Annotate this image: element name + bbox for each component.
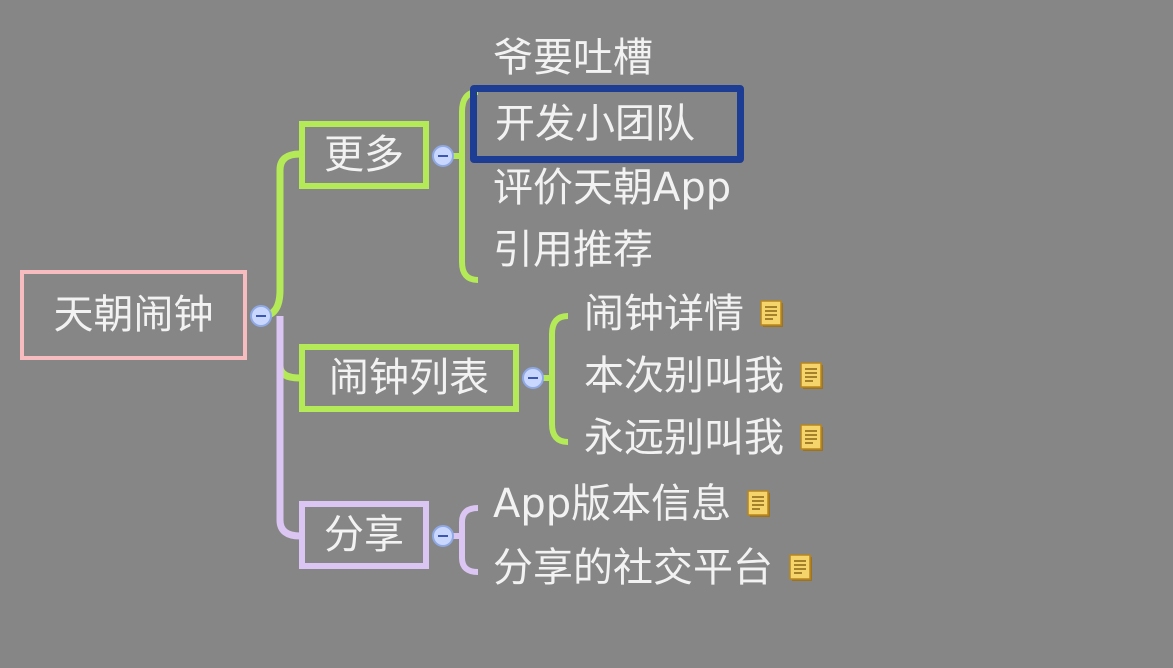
note-icon[interactable] bbox=[800, 424, 824, 452]
leaf-alarm-detail-label: 闹钟详情 bbox=[584, 291, 744, 337]
leaf-skip-once[interactable]: 本次别叫我 bbox=[584, 356, 824, 396]
note-icon[interactable] bbox=[747, 490, 771, 518]
leaf-alarm-detail[interactable]: 闹钟详情 bbox=[584, 294, 784, 334]
leaf-recommend[interactable]: 引用推荐 bbox=[493, 230, 653, 270]
leaf-complain-label: 爷要吐槽 bbox=[493, 35, 653, 81]
root-node-label: 天朝闹钟 bbox=[53, 292, 214, 338]
leaf-dev-team-selected[interactable]: 开发小团队 bbox=[470, 85, 744, 163]
branch-alarm-list-node[interactable]: 闹钟列表 bbox=[299, 344, 519, 412]
leaf-app-version-label: App版本信息 bbox=[493, 481, 732, 527]
leaf-skip-once-label: 本次别叫我 bbox=[584, 353, 784, 399]
share-collapse-minus-icon[interactable] bbox=[432, 525, 454, 547]
leaf-skip-forever[interactable]: 永远别叫我 bbox=[584, 418, 824, 458]
note-icon[interactable] bbox=[800, 362, 824, 390]
branch-share-label: 分享 bbox=[324, 512, 404, 558]
alarm-list-collapse-minus-icon[interactable] bbox=[522, 367, 544, 389]
branch-more-label: 更多 bbox=[324, 132, 404, 178]
branch-alarm-list-label: 闹钟列表 bbox=[329, 355, 489, 401]
leaf-complain[interactable]: 爷要吐槽 bbox=[493, 38, 653, 78]
more-collapse-minus-icon[interactable] bbox=[432, 145, 454, 167]
leaf-recommend-label: 引用推荐 bbox=[493, 227, 653, 273]
root-node[interactable]: 天朝闹钟 bbox=[20, 270, 247, 360]
leaf-dev-team-label: 开发小团队 bbox=[495, 101, 695, 147]
connector-root-to-share bbox=[276, 316, 301, 540]
note-icon[interactable] bbox=[789, 554, 813, 582]
connector-root-to-more bbox=[261, 150, 301, 320]
leaf-rate-app[interactable]: 评价天朝App bbox=[493, 168, 731, 208]
leaf-skip-forever-label: 永远别叫我 bbox=[584, 415, 784, 461]
root-collapse-minus-icon[interactable] bbox=[250, 305, 272, 327]
branch-share-node[interactable]: 分享 bbox=[299, 501, 429, 569]
note-icon[interactable] bbox=[760, 300, 784, 328]
leaf-app-version[interactable]: App版本信息 bbox=[493, 484, 771, 524]
leaf-social-platforms[interactable]: 分享的社交平台 bbox=[493, 548, 813, 588]
leaf-social-platforms-label: 分享的社交平台 bbox=[493, 545, 773, 591]
leaf-rate-app-label: 评价天朝App bbox=[493, 165, 732, 211]
branch-more-node[interactable]: 更多 bbox=[299, 121, 429, 189]
